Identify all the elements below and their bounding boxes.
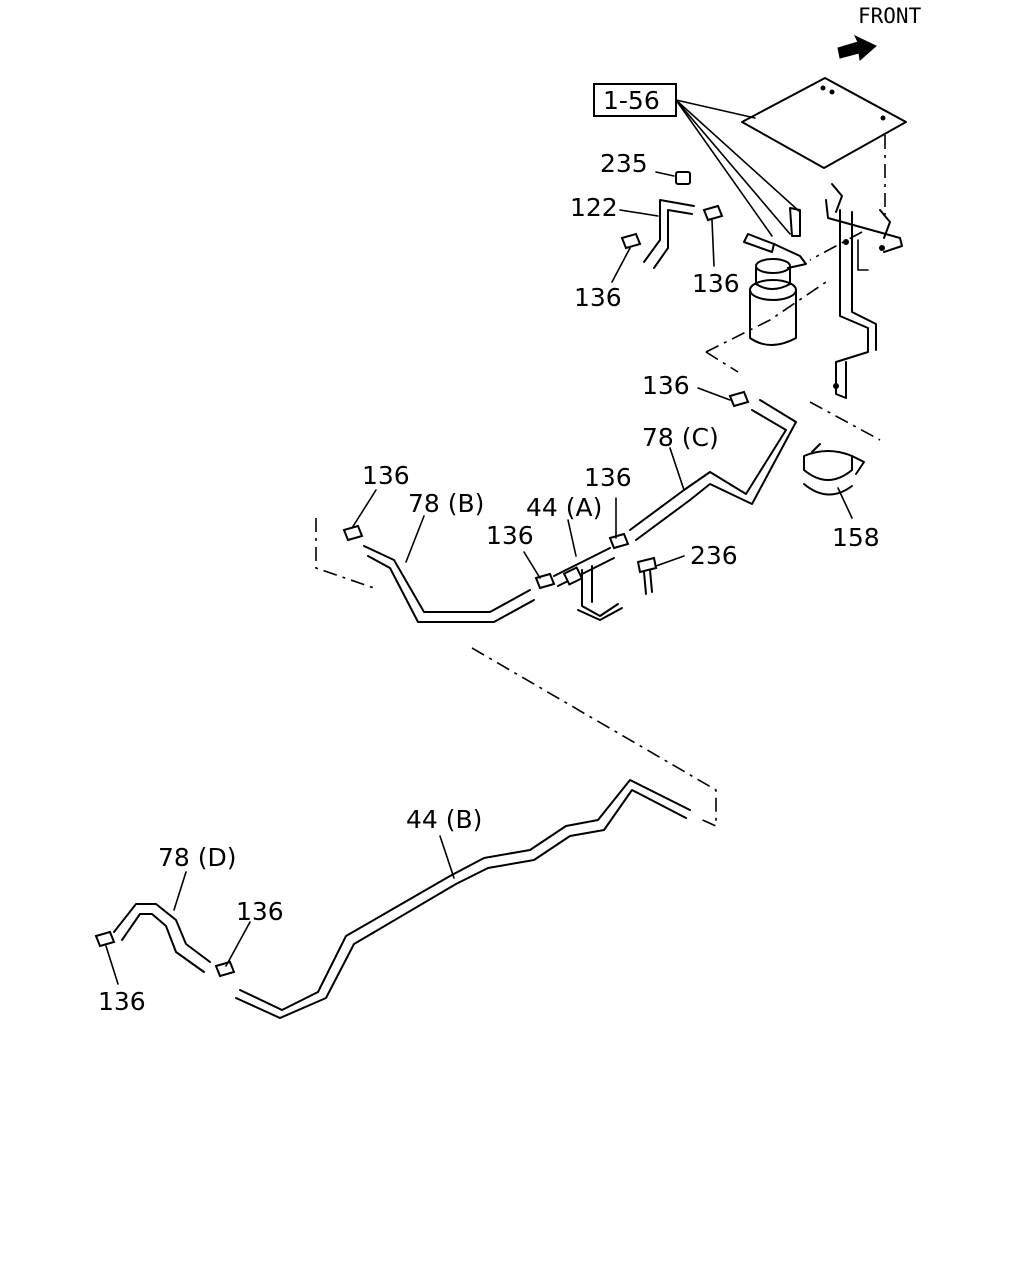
bolt-236: [636, 556, 658, 595]
front-label: FRONT: [858, 4, 922, 28]
leader-78d: [173, 871, 187, 911]
callout-236[interactable]: 236: [690, 541, 738, 570]
pipe-44-a: [553, 547, 623, 621]
leader-44b: [439, 835, 455, 879]
callout-44a[interactable]: 44 (A): [526, 493, 602, 522]
callout-136-h[interactable]: 136: [98, 987, 146, 1016]
callout-78b[interactable]: 78 (B): [408, 489, 484, 518]
clamp-136-a: [620, 232, 642, 250]
callout-158[interactable]: 158: [832, 523, 880, 552]
clamp-136-g: [214, 960, 236, 978]
leader-235: [655, 171, 675, 177]
clip-158: [803, 443, 865, 496]
dash-line-44b: [471, 647, 717, 828]
hose-78-c: [629, 399, 797, 541]
leader-158: [837, 487, 853, 519]
callout-136-c[interactable]: 136: [642, 371, 690, 400]
callout-136-g[interactable]: 136: [236, 897, 284, 926]
hose-78-b: [363, 545, 535, 623]
callout-136-b[interactable]: 136: [692, 269, 740, 298]
leader-236: [655, 555, 685, 567]
leader-136-h: [105, 945, 119, 985]
callout-122[interactable]: 122: [570, 193, 618, 222]
pipe-44-b: [235, 779, 691, 1019]
leader-lines-1-56: [675, 99, 801, 237]
leader-44a: [567, 519, 577, 557]
callout-78d[interactable]: 78 (D): [158, 843, 237, 872]
clamp-136-c: [728, 390, 750, 408]
callout-136-d[interactable]: 136: [362, 461, 410, 490]
filter-bracket: [825, 183, 903, 399]
callout-78c[interactable]: 78 (C): [642, 423, 719, 452]
dash-line-bracket-filter: [809, 231, 863, 261]
dash-line-filter-left: [705, 281, 827, 353]
hose-122: [643, 199, 695, 269]
hose-78-d: [113, 903, 211, 973]
callout-136-f[interactable]: 136: [584, 463, 632, 492]
callout-235[interactable]: 235: [600, 149, 648, 178]
leader-78c: [669, 447, 685, 491]
clamp-136-f: [608, 532, 630, 550]
leader-136-g: [225, 921, 251, 967]
dash-line-filter-bottom: [705, 351, 739, 373]
callout-136-e[interactable]: 136: [486, 521, 534, 550]
fuel-filter: [743, 207, 807, 346]
callout-136-a[interactable]: 136: [574, 283, 622, 312]
front-arrow-icon: [837, 34, 877, 61]
leader-136-b: [711, 219, 715, 267]
clamp-136-d: [342, 524, 364, 542]
leader-136-d: [351, 489, 377, 529]
reference-box-1-56[interactable]: 1-56: [593, 83, 677, 117]
leader-122: [619, 209, 659, 217]
cover-plate: [741, 77, 907, 169]
clamp-136-b: [702, 204, 724, 222]
leader-136-e: [523, 551, 541, 579]
clamp-136-h: [94, 930, 116, 948]
leader-136-c: [697, 387, 731, 401]
dash-line-78b-end: [315, 518, 375, 589]
dash-line-bracket-clip: [809, 401, 881, 441]
cap-part-235: [675, 171, 691, 185]
leader-136-a: [611, 247, 631, 283]
callout-44b[interactable]: 44 (B): [406, 805, 482, 834]
leader-78b: [405, 515, 425, 563]
callout-1-56: 1-56: [603, 86, 660, 115]
